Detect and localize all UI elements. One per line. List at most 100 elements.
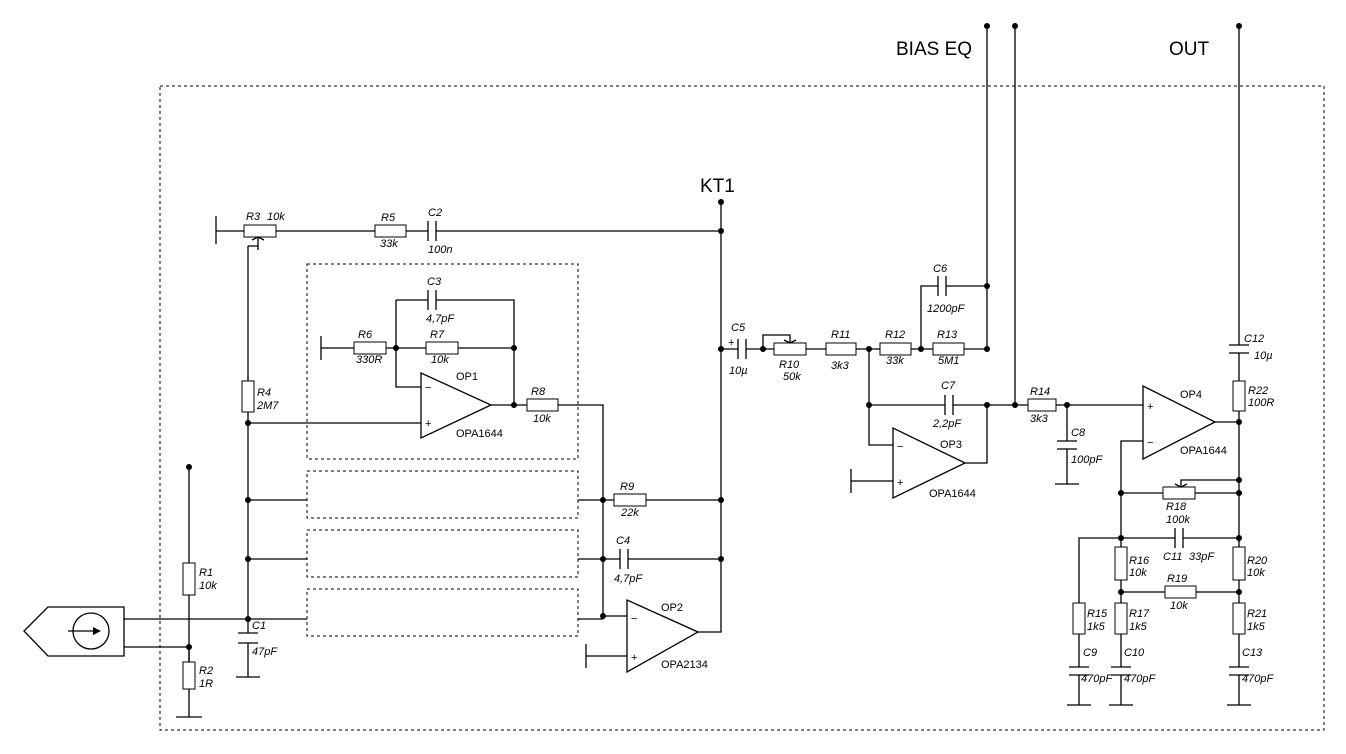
r15-resistor	[1072, 602, 1086, 635]
r5-value: 33k	[380, 238, 398, 250]
r9-resistor	[613, 493, 647, 507]
r14-resistor	[1027, 398, 1057, 412]
r1-ref: R1	[199, 567, 213, 579]
r8-ref: R8	[531, 386, 546, 398]
r2-resistor	[182, 661, 196, 690]
c1-value: 47pF	[252, 646, 278, 658]
r7-ref: R7	[430, 329, 445, 341]
r6-ref: R6	[358, 329, 373, 341]
r21-ref: R21	[1247, 608, 1267, 620]
c5-ref: C5	[731, 322, 746, 334]
r7-resistor	[425, 341, 459, 355]
r15-ref: R15	[1087, 608, 1108, 620]
r14-value: 3k3	[1030, 413, 1049, 425]
r21-resistor	[1232, 602, 1246, 635]
c7-value: 2,2pF	[932, 418, 962, 430]
c8-ref: C8	[1071, 427, 1086, 439]
r6-value: 330R	[356, 354, 382, 366]
c7-ref: C7	[941, 380, 956, 392]
r10-ref: R10	[779, 359, 800, 371]
r16-ref: R16	[1129, 555, 1150, 567]
op3-triangle	[892, 426, 967, 500]
r16-resistor	[1114, 546, 1128, 581]
op2-triangle	[626, 598, 700, 674]
r20-resistor	[1232, 546, 1246, 581]
r18-potentiometer	[1162, 486, 1196, 500]
op3-minus: −	[897, 441, 903, 453]
outer-frame	[159, 85, 1325, 731]
stage-box-3	[306, 529, 579, 578]
r4-value: 2M7	[256, 400, 279, 412]
r17-ref: R17	[1129, 608, 1150, 620]
r11-resistor	[825, 342, 857, 356]
r12-ref: R12	[885, 329, 905, 341]
op4-minus: −	[1147, 437, 1153, 449]
r11-ref: R11	[831, 329, 850, 341]
op1-plus: +	[425, 418, 431, 430]
op3-part: OPA1644	[929, 488, 976, 500]
c2-ref: C2	[428, 207, 442, 219]
op1-minus: −	[425, 382, 431, 394]
op1-part: OPA1644	[456, 428, 503, 440]
r2-value: 1R	[199, 678, 213, 690]
c13-value: 470pF	[1242, 673, 1274, 685]
r11-value: 3k3	[831, 360, 850, 372]
c6-ref: C6	[933, 263, 948, 275]
op3-plus: +	[897, 477, 903, 489]
c12-ref: C12	[1244, 333, 1264, 345]
r1-resistor	[182, 562, 196, 596]
c1-ref: C1	[252, 620, 266, 632]
r17-resistor	[1114, 602, 1128, 635]
r7-value: 10k	[431, 354, 449, 366]
c4-ref: C4	[616, 535, 630, 547]
r13-ref: R13	[937, 329, 958, 341]
op4-triangle	[1142, 384, 1217, 461]
bias-eq-label: BIAS EQ	[896, 39, 972, 60]
r3-ref: R3	[246, 211, 261, 223]
c9-value: 470pF	[1081, 673, 1113, 685]
r4-resistor	[241, 380, 255, 413]
op4-ref: OP4	[1180, 389, 1202, 401]
op1-ref: OP1	[456, 371, 478, 383]
r19-value: 10k	[1170, 600, 1188, 612]
stage-box-1	[306, 263, 579, 460]
op2-ref: OP2	[661, 602, 683, 614]
r13-resistor	[932, 342, 965, 356]
r9-ref: R9	[620, 481, 634, 493]
r18-value: 100k	[1166, 514, 1190, 526]
c10-value: 470pF	[1124, 673, 1156, 685]
c11-value: 33pF	[1189, 551, 1215, 563]
r22-ref: R22	[1248, 385, 1268, 397]
op1-triangle	[420, 371, 493, 440]
r12-value: 33k	[886, 355, 904, 367]
c8-value: 100pF	[1071, 454, 1103, 466]
c5-value: 10µ	[729, 365, 748, 377]
r5-ref: R5	[381, 212, 396, 224]
r6-resistor	[353, 341, 387, 355]
op2-minus: −	[631, 613, 637, 625]
c12-value: 10µ	[1254, 350, 1273, 362]
r12-resistor	[879, 342, 912, 356]
r5-resistor	[374, 224, 407, 238]
c4-value: 4,7pF	[614, 573, 643, 585]
r1-value: 10k	[199, 580, 217, 592]
r3-value: 10k	[267, 211, 285, 223]
r15-value: 1k5	[1087, 621, 1106, 633]
r8-resistor	[526, 398, 559, 412]
c6-value: 1200pF	[927, 303, 966, 315]
op2-plus: +	[631, 652, 637, 664]
r16-value: 10k	[1129, 567, 1147, 579]
out-label: OUT	[1169, 39, 1210, 60]
op2-part: OPA2134	[661, 659, 708, 671]
r17-value: 1k5	[1129, 621, 1148, 633]
kt1-label: KT1	[700, 176, 735, 197]
c2-value: 100n	[428, 244, 452, 256]
c13-ref: C13	[1242, 647, 1263, 659]
stage-box-4	[306, 588, 579, 637]
c5-plus: +	[728, 337, 734, 349]
c10-ref: C10	[1124, 647, 1145, 659]
r3-potentiometer	[243, 224, 277, 238]
r22-value: 100R	[1248, 397, 1274, 409]
r13-value: 5M1	[938, 355, 959, 367]
